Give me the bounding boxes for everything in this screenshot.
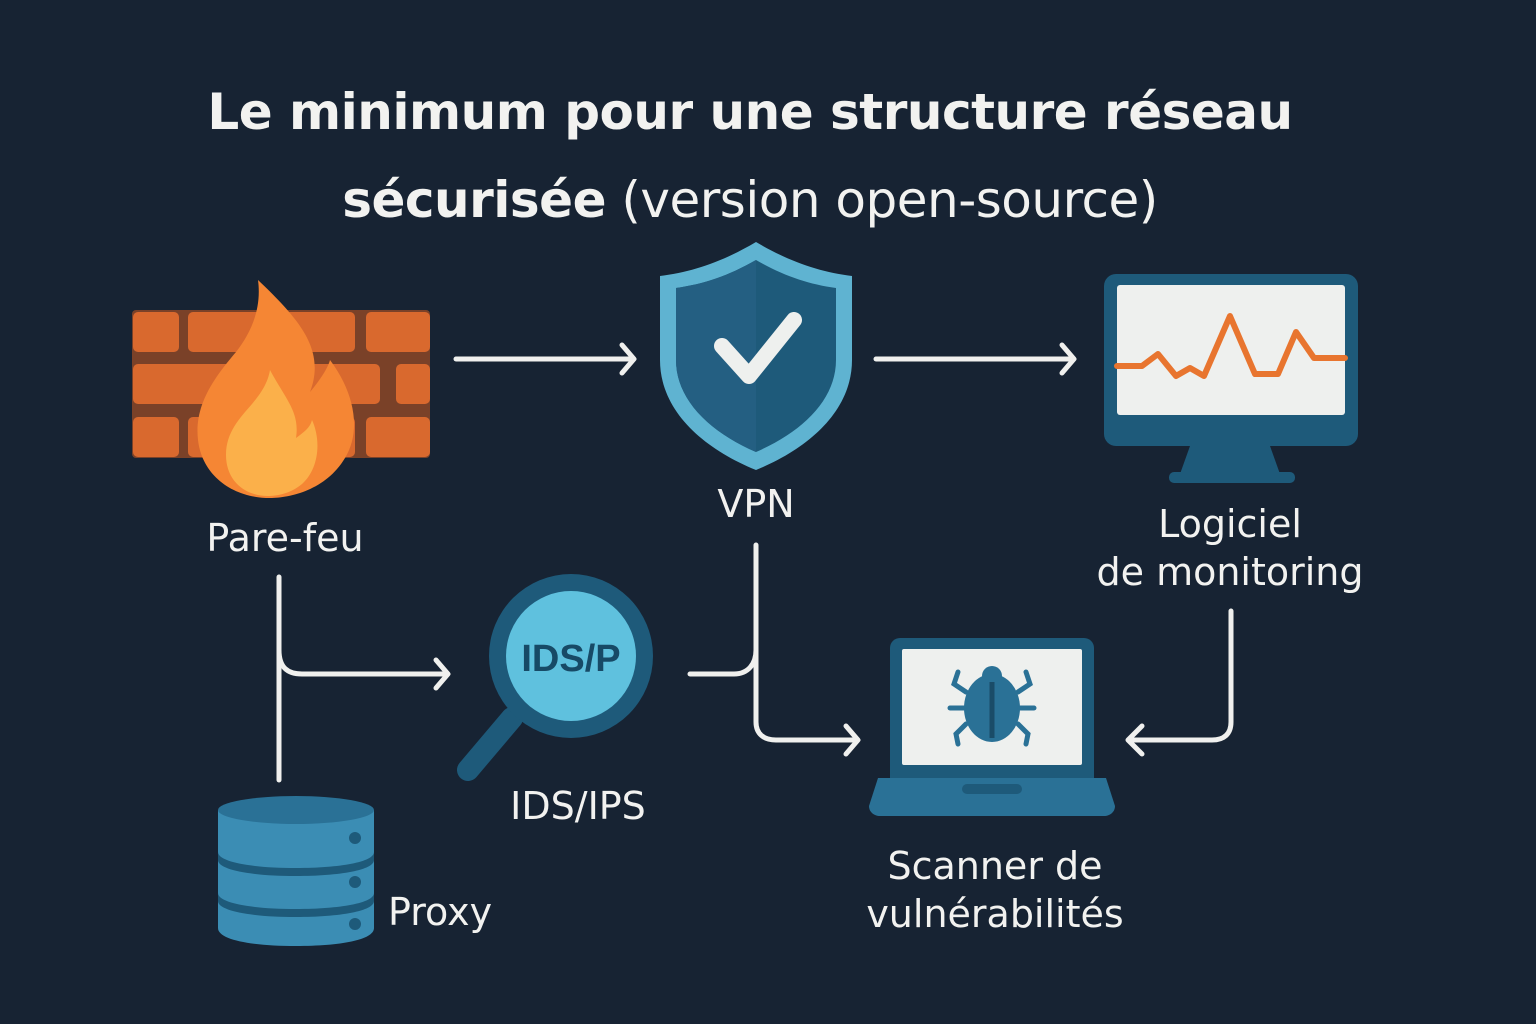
label-scanner-line1: Scanner de xyxy=(887,844,1103,888)
arrow-monitoring-to-scanner xyxy=(1125,608,1234,757)
title-line2-rest: (version open-source) xyxy=(606,171,1158,229)
label-vpn: VPN xyxy=(717,482,795,526)
database-server-icon xyxy=(218,796,374,946)
title-line2: sécurisée (version open-source) xyxy=(0,156,1500,244)
laptop-bug-icon xyxy=(869,638,1115,816)
shield-check-icon xyxy=(660,242,852,470)
label-scanner-line2: vulnérabilités xyxy=(866,892,1124,936)
diagram-title: Le minimum pour une structure réseau séc… xyxy=(0,68,1500,244)
label-proxy: Proxy xyxy=(388,890,493,934)
label-ids: IDS/IPS xyxy=(510,784,646,828)
firewall-icon xyxy=(132,280,430,498)
label-scanner: Scanner de vulnérabilités xyxy=(830,842,1160,938)
label-monitoring-line1: Logiciel xyxy=(1158,502,1302,546)
arrow-ids-to-scanner xyxy=(687,647,759,677)
label-firewall: Pare-feu xyxy=(206,516,364,560)
monitor-chart-icon xyxy=(1104,274,1358,483)
title-line1: Le minimum pour une structure réseau xyxy=(207,83,1293,141)
label-monitoring: Logiciel de monitoring xyxy=(1060,500,1400,596)
magnifier-icon: IDS/P xyxy=(457,574,653,781)
arrow-vpn-to-monitoring xyxy=(873,345,1074,373)
ids-lens-text: IDS/P xyxy=(521,638,620,680)
arrow-firewall-to-vpn xyxy=(453,345,634,373)
title-line2-bold: sécurisée xyxy=(342,171,606,229)
label-monitoring-line2: de monitoring xyxy=(1096,550,1364,594)
arrow-firewall-to-ids xyxy=(276,574,448,783)
arrow-vpn-to-scanner xyxy=(753,542,858,754)
